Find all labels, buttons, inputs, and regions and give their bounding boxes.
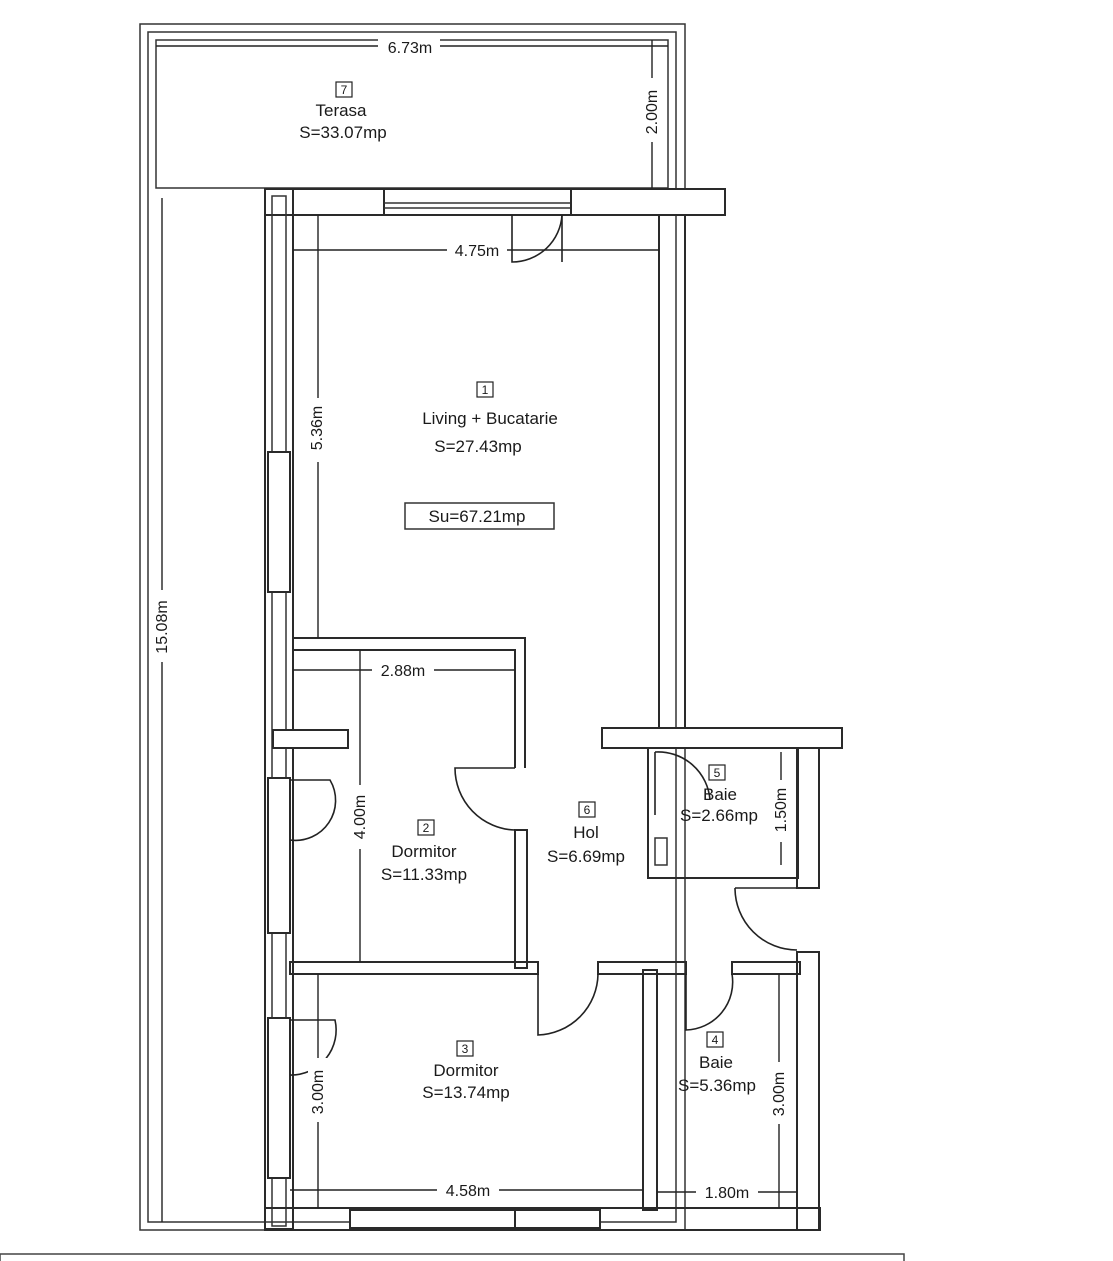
- room-name: Baie: [703, 785, 737, 804]
- room-hol: 6 Hol S=6.69mp: [547, 801, 625, 866]
- dim-living-width: 4.75m: [455, 243, 499, 260]
- room-name: Hol: [573, 823, 599, 842]
- dim-overall-length: 15.08m: [154, 600, 171, 653]
- room-number: 6: [584, 803, 591, 817]
- window-bedroom2: [289, 779, 337, 842]
- dim-bedroom3-width: 4.58m: [446, 1183, 490, 1200]
- door-bedroom2: [454, 767, 516, 831]
- room-dormitor-3: 3 Dormitor S=13.74mp: [422, 1040, 510, 1102]
- room-terasa: 7 Terasa S=33.07mp: [299, 81, 387, 142]
- room-number: 1: [482, 383, 489, 397]
- door-bedroom3: [537, 973, 599, 1036]
- door-bath4: [685, 973, 734, 1031]
- room-name: Terasa: [315, 101, 367, 120]
- dim-terrace-width: 6.73m: [388, 40, 432, 57]
- door-terrace: [511, 214, 563, 263]
- room-number: 2: [423, 821, 430, 835]
- room-area: S=27.43mp: [434, 437, 521, 456]
- room-baie-5: 5 Baie S=2.66mp: [680, 764, 758, 825]
- dim-terrace-depth: 2.00m: [644, 90, 661, 134]
- interior-walls: [272, 637, 843, 1211]
- room-baie-4: 4 Baie S=5.36mp: [678, 1031, 756, 1095]
- dim-bedroom3-depth: 3.00m: [310, 1070, 327, 1114]
- dim-bedroom2-width: 2.88m: [381, 663, 425, 680]
- dimension-lines: [156, 40, 797, 1222]
- window-bedroom3: [289, 1019, 337, 1076]
- doors: [289, 214, 798, 1076]
- dimension-labels: 6.73m 2.00m 15.08m 4.75m 5.36m 2.88m 4.0…: [152, 38, 791, 1202]
- room-number: 3: [462, 1042, 469, 1056]
- room-area: S=6.69mp: [547, 847, 625, 866]
- room-number: 5: [714, 766, 721, 780]
- dim-bedroom2-length: 4.00m: [352, 795, 369, 839]
- door-bath5: [654, 751, 711, 801]
- room-area: S=5.36mp: [678, 1076, 756, 1095]
- total-area-box: Su=67.21mp: [404, 502, 555, 530]
- dim-bath5-length: 1.50m: [773, 788, 790, 832]
- room-area: S=13.74mp: [422, 1083, 509, 1102]
- room-area: S=2.66mp: [680, 806, 758, 825]
- room-number: 7: [341, 83, 348, 97]
- exterior-walls: [264, 188, 821, 1231]
- room-area: S=11.33mp: [381, 865, 467, 884]
- room-name: Baie: [699, 1053, 733, 1072]
- room-name: Dormitor: [433, 1061, 499, 1080]
- dim-bath4-depth: 3.00m: [771, 1072, 788, 1116]
- dim-bath4-width: 1.80m: [705, 1185, 749, 1202]
- door-entrance: [734, 887, 798, 951]
- sheet-border-bottom: [0, 1253, 905, 1261]
- dim-living-length: 5.36m: [309, 406, 326, 450]
- room-number: 4: [712, 1033, 719, 1047]
- room-living-bucatarie: 1 Living + Bucatarie S=27.43mp: [422, 381, 558, 456]
- room-name: Dormitor: [391, 842, 457, 861]
- room-area: S=33.07mp: [299, 123, 386, 142]
- room-dormitor-2: 2 Dormitor S=11.33mp: [381, 819, 467, 884]
- total-area: Su=67.21mp: [429, 507, 526, 526]
- room-name: Living + Bucatarie: [422, 409, 558, 428]
